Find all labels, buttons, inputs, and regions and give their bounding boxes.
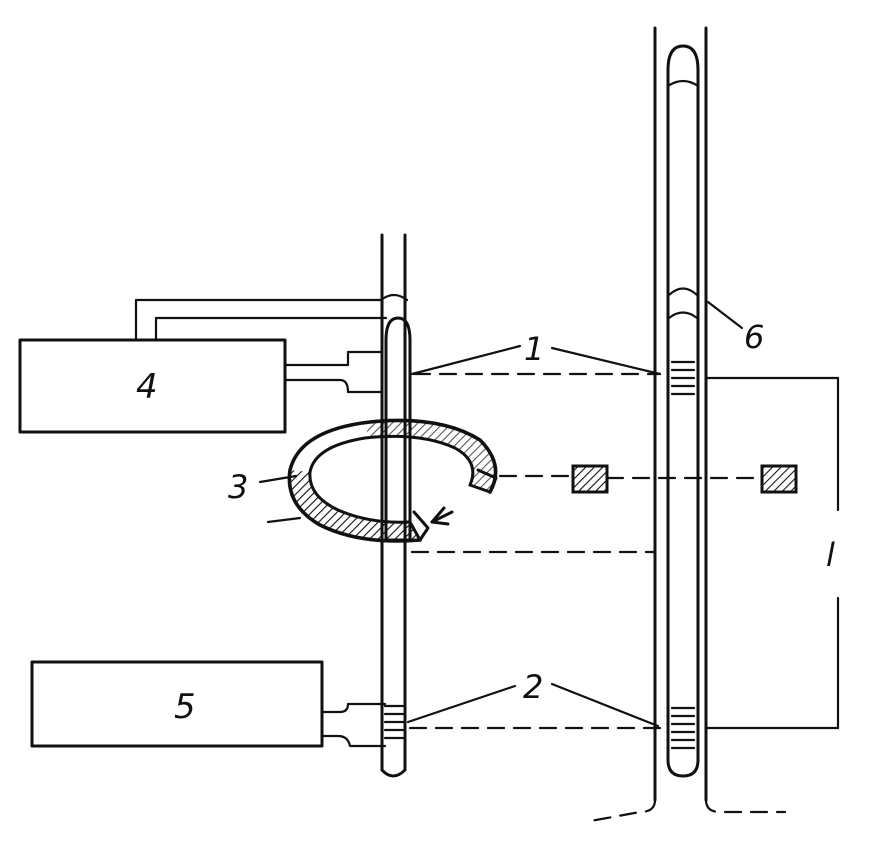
- left-tube: [380, 233, 407, 778]
- rod-lower-coil: [670, 706, 696, 750]
- label-2: 2: [523, 668, 543, 706]
- label-6: 6: [744, 318, 764, 356]
- label-4: 4: [136, 367, 158, 407]
- projection-lines: [408, 372, 764, 730]
- label-1: 1: [524, 330, 544, 368]
- rod-upper-coil: [670, 360, 696, 396]
- label-3: 3: [228, 468, 248, 506]
- box-5: [30, 660, 387, 748]
- left-lower-coil: [383, 704, 405, 740]
- dimension-l: [704, 376, 840, 730]
- heater-cross-section: [571, 464, 798, 494]
- outer-tube: [583, 26, 787, 824]
- inner-rod: [666, 44, 700, 778]
- ring-heater: [266, 418, 498, 543]
- leader-lines: [258, 300, 744, 728]
- left-sample-rod: [379, 293, 412, 542]
- box-4: [18, 298, 388, 434]
- label-5: 5: [174, 687, 196, 727]
- label-l: l: [826, 536, 835, 574]
